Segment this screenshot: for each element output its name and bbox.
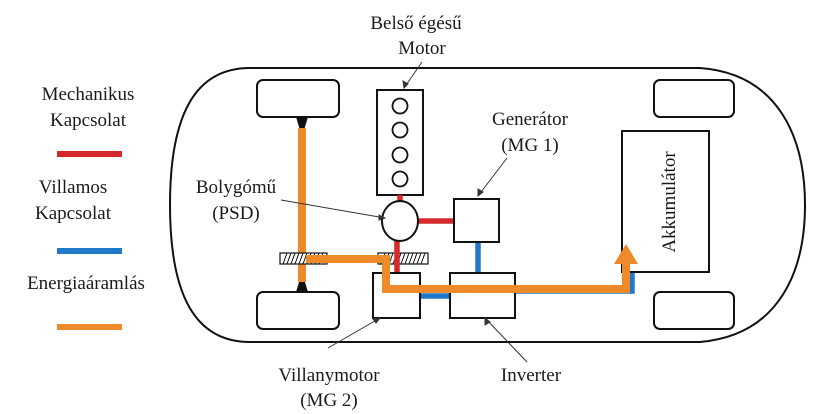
legend: Mechanikus Kapcsolat Villamos Kapcsolat … <box>27 84 145 330</box>
planetary-gear-psd <box>381 200 419 242</box>
battery-label: Akkumulátor <box>659 151 680 253</box>
psd-label-line1: Bolygómű <box>196 177 277 198</box>
battery-box <box>621 130 710 273</box>
combustion-engine <box>376 89 424 196</box>
energy-flow-arrowhead <box>614 244 638 264</box>
legend-mechanical-line2: Kapcsolat <box>50 110 127 131</box>
generator-label-line1: Generátor <box>492 109 569 130</box>
inverter-box <box>449 272 516 319</box>
legend-energy-flow-line1: Energiaáramlás <box>27 273 145 294</box>
engine-cylinder-3 <box>391 146 409 164</box>
inverter-label: Inverter <box>501 365 562 386</box>
psd-label-line2: (PSD) <box>212 203 260 224</box>
motor-label-line2: (MG 2) <box>300 390 358 411</box>
engine-label-line1: Belső égésű <box>370 13 462 34</box>
electric-motor-mg2 <box>372 272 421 319</box>
callout-lines <box>280 61 528 363</box>
engine-cylinder-4 <box>391 170 409 188</box>
engine-cylinder-2 <box>391 121 409 139</box>
motor-label-line1: Villanymotor <box>278 365 380 386</box>
wheel-front-left <box>256 79 340 118</box>
generator-mg1 <box>453 198 500 243</box>
generator-label-line2: (MG 1) <box>501 135 559 156</box>
legend-electrical-line1: Villamos <box>39 177 108 198</box>
energy-flow-path <box>306 244 638 293</box>
wheel-rear-left <box>653 79 735 118</box>
legend-electrical-line2: Kapcsolat <box>35 203 112 224</box>
legend-mechanical-line1: Mechanikus <box>42 84 135 105</box>
engine-label-line2: Motor <box>398 38 446 59</box>
engine-cylinder-1 <box>391 97 409 115</box>
wheel-rear-right <box>653 291 735 330</box>
car-body-outline <box>168 67 807 343</box>
wheel-front-right <box>256 291 340 330</box>
